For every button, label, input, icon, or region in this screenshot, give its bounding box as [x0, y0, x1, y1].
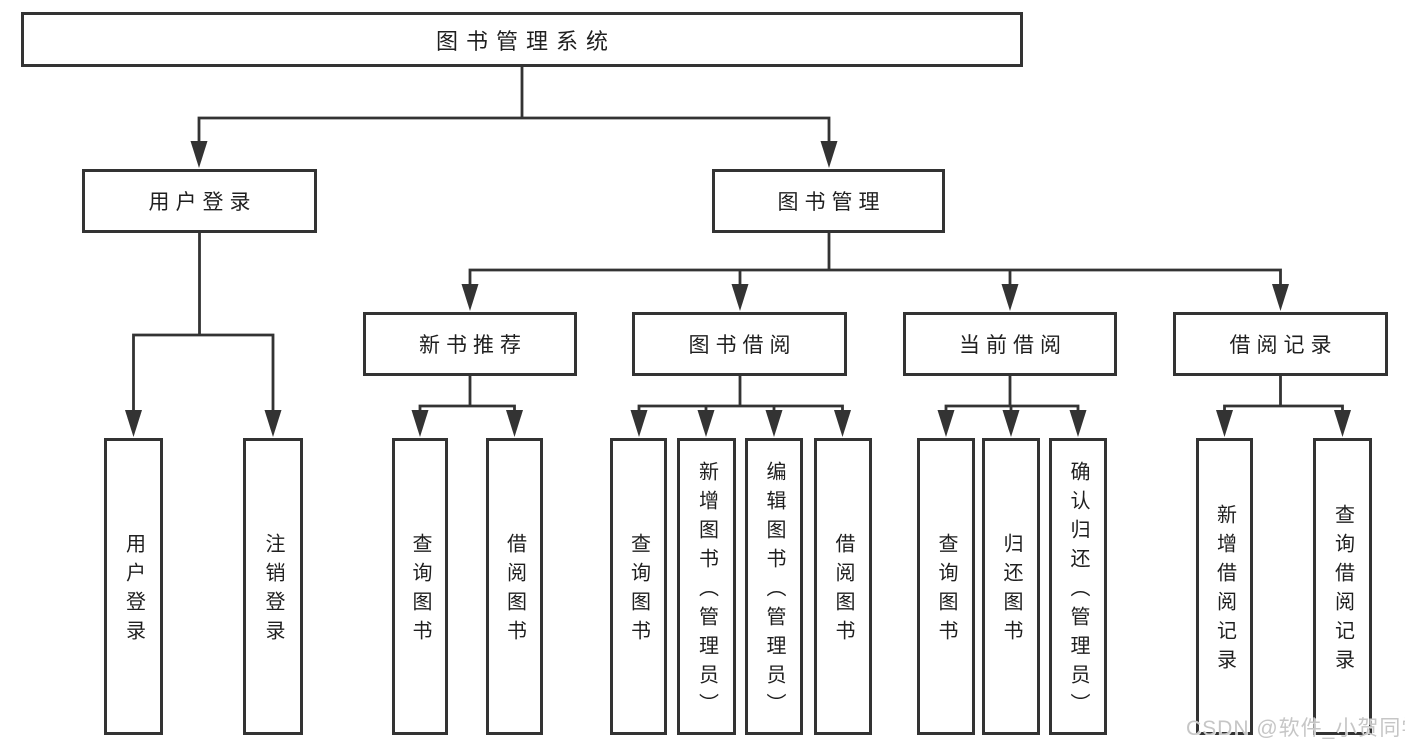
node-borrow-records: 借阅记录	[1173, 312, 1388, 376]
arrowhead	[820, 141, 838, 168]
node-leaf-add-book-admin: 新增图书（管理员）	[677, 438, 736, 735]
node-leaf-confirm-return-admin: 确认归还（管理员）	[1049, 438, 1107, 735]
node-label: 查询图书	[409, 533, 431, 649]
node-label: 新增借阅记录	[1213, 504, 1236, 678]
node-leaf-return-book: 归还图书	[982, 438, 1040, 735]
arrowhead	[765, 410, 783, 437]
node-leaf-query-books-3: 查询图书	[917, 438, 975, 735]
node-label: 查询图书	[935, 533, 957, 649]
node-book-management: 图书管理	[712, 169, 945, 233]
node-label: 当前借阅	[959, 334, 1067, 357]
node-new-book-recommend: 新书推荐	[363, 312, 577, 376]
node-label: 图书管理系统	[435, 28, 616, 54]
node-label: 注销登录	[262, 533, 284, 649]
node-label: 图书借阅	[688, 334, 797, 357]
node-root-system: 图书管理系统	[21, 12, 1023, 67]
arrowhead	[264, 410, 282, 437]
arrowhead	[1334, 410, 1351, 437]
node-current-borrowing: 当前借阅	[903, 312, 1117, 376]
arrowhead	[190, 141, 208, 168]
node-leaf-borrow-books-2: 借阅图书	[814, 438, 872, 735]
node-leaf-logout: 注销登录	[243, 438, 303, 735]
arrowhead	[506, 410, 523, 437]
arrowhead	[1272, 284, 1289, 311]
node-label: 编辑图书（管理员）	[763, 460, 785, 722]
node-leaf-borrow-books-1: 借阅图书	[486, 438, 543, 735]
arrowhead	[834, 410, 851, 437]
node-leaf-query-books-1: 查询图书	[392, 438, 448, 735]
node-label: 新增图书（管理员）	[695, 460, 718, 722]
arrowhead	[411, 410, 429, 437]
node-label: 图书管理	[777, 191, 886, 214]
arrowhead	[630, 410, 648, 437]
arrowhead	[937, 410, 955, 437]
node-leaf-query-books-2: 查询图书	[610, 438, 667, 735]
node-label: 用户登录	[148, 191, 257, 214]
node-label: 借阅图书	[503, 533, 526, 649]
node-label: 用户登录	[122, 533, 145, 649]
node-leaf-edit-book-admin: 编辑图书（管理员）	[745, 438, 803, 735]
arrowhead	[697, 410, 715, 437]
arrowhead	[1069, 410, 1087, 437]
node-leaf-user-login: 用户登录	[104, 438, 163, 735]
arrowhead	[1002, 410, 1020, 437]
arrowhead	[1216, 410, 1233, 437]
node-label: 查询图书	[627, 533, 650, 649]
node-label: 查询借阅记录	[1331, 504, 1354, 678]
node-leaf-query-borrow-record: 查询借阅记录	[1313, 438, 1372, 735]
arrowhead	[461, 284, 479, 311]
node-label: 新书推荐	[419, 334, 527, 357]
node-leaf-add-borrow-record: 新增借阅记录	[1196, 438, 1253, 735]
node-book-borrowing: 图书借阅	[632, 312, 847, 376]
node-label: 归还图书	[1000, 533, 1022, 649]
node-label: 借阅图书	[832, 533, 854, 649]
watermark: CSDN @软件_小贺同学	[1186, 717, 1405, 740]
arrowhead	[1001, 284, 1019, 311]
node-label: 确认归还（管理员）	[1067, 460, 1089, 722]
node-label: 借阅记录	[1229, 334, 1338, 357]
node-user-login: 用户登录	[82, 169, 317, 233]
arrowhead	[731, 284, 749, 311]
arrowhead	[125, 410, 142, 437]
